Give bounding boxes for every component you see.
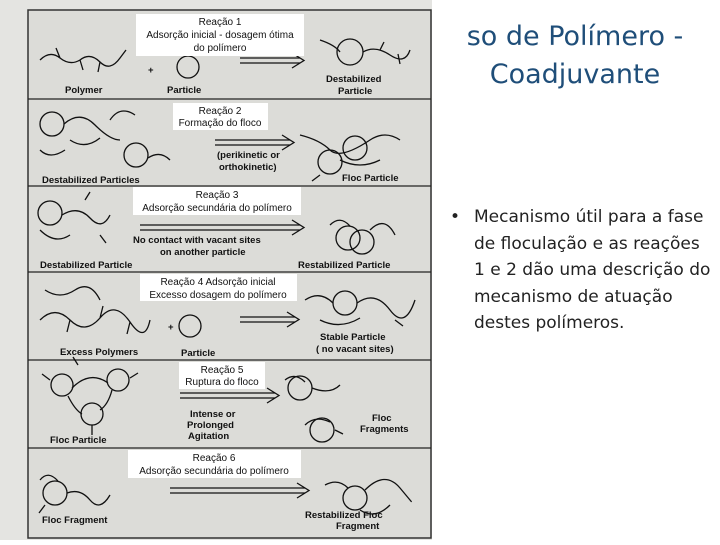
label-orthokinetic: orthokinetic) [219, 162, 277, 173]
caption-5-line-2: Ruptura do floco [185, 377, 259, 388]
label-excess-polymers: Excess Polymers [60, 347, 138, 358]
label-destabilized-2: Particle [338, 86, 372, 97]
caption-4-line-1: Reação 4 Adsorção inicial [160, 277, 275, 288]
slide-title: so de Polímero - Coadjuvante [440, 18, 710, 94]
caption-2-line-2: Formação do floco [179, 118, 262, 129]
label-floc-fragments-1: Floc [372, 413, 392, 424]
label-restabilized-floc-2: Fragment [336, 521, 380, 532]
caption-1-line-1: Reação 1 [199, 17, 242, 28]
reaction-figure: Reação 1 Adsorção inicial - dosagem ótim… [0, 0, 432, 540]
slide-title-line-1: so de Polímero - [466, 21, 684, 52]
caption-3-line-1: Reação 3 [196, 190, 239, 201]
label-floc-particle: Floc Particle [342, 173, 399, 184]
label-intense-1: Intense or [190, 409, 236, 420]
polymer-chain-1 [39, 47, 127, 73]
caption-6-line-2: Adsorção secundária do polímero [139, 466, 289, 477]
label-restabilized-particle: Restabilized Particle [298, 260, 390, 271]
label-intense-3: Agitation [188, 431, 229, 442]
label-perikinetic: (perikinetic or [217, 150, 280, 161]
arrow-6 [170, 482, 311, 499]
caption-2-line-1: Reação 2 [199, 106, 242, 117]
label-polymer: Polymer [65, 85, 103, 96]
arrow-3 [140, 219, 306, 236]
caption-1-line-2: Adsorção inicial - dosagem ótima [146, 30, 294, 41]
bullet-item: • Mecanismo útil para a fase de floculaç… [450, 204, 712, 337]
label-destabilized-1: Destabilized [326, 74, 382, 85]
caption-6-line-1: Reação 6 [193, 453, 236, 464]
slide-title-line-2: Coadjuvante [489, 59, 661, 90]
bullet-text: Mecanismo útil para a fase de floculação… [474, 207, 711, 333]
label-floc-particle-5: Floc Particle [50, 435, 107, 446]
label-no-contact-1: No contact with vacant sites [133, 235, 261, 246]
caption-4-line-2: Excesso dosagem do polímero [149, 290, 287, 301]
label-restabilized-floc-1: Restabilized Floc [305, 510, 383, 521]
bullet-dot: • [450, 207, 461, 227]
caption-1-line-3: do polímero [194, 43, 247, 54]
label-stable-particle-2: ( no vacant sites) [316, 344, 394, 355]
arrow-2 [215, 134, 296, 151]
label-particle-4: Particle [181, 348, 215, 359]
label-destabilized-particle: Destabilized Particle [40, 260, 132, 271]
plus-sign: + [148, 65, 154, 76]
arrow-4 [240, 311, 301, 328]
plus-sign-4: + [168, 322, 174, 333]
caption-5-line-1: Reação 5 [201, 365, 244, 376]
label-intense-2: Prolonged [187, 420, 234, 431]
label-stable-particle-1: Stable Particle [320, 332, 385, 343]
caption-3-line-2: Adsorção secundária do polímero [142, 203, 292, 214]
label-particle: Particle [167, 85, 201, 96]
label-no-contact-2: on another particle [160, 247, 246, 258]
figure-svg: Reação 1 Adsorção inicial - dosagem ótim… [0, 0, 432, 540]
label-destabilized-particles: Destabilized Particles [42, 175, 140, 186]
label-floc-fragment: Floc Fragment [42, 515, 108, 526]
arrow-5 [180, 387, 281, 404]
label-floc-fragments-2: Fragments [360, 424, 409, 435]
